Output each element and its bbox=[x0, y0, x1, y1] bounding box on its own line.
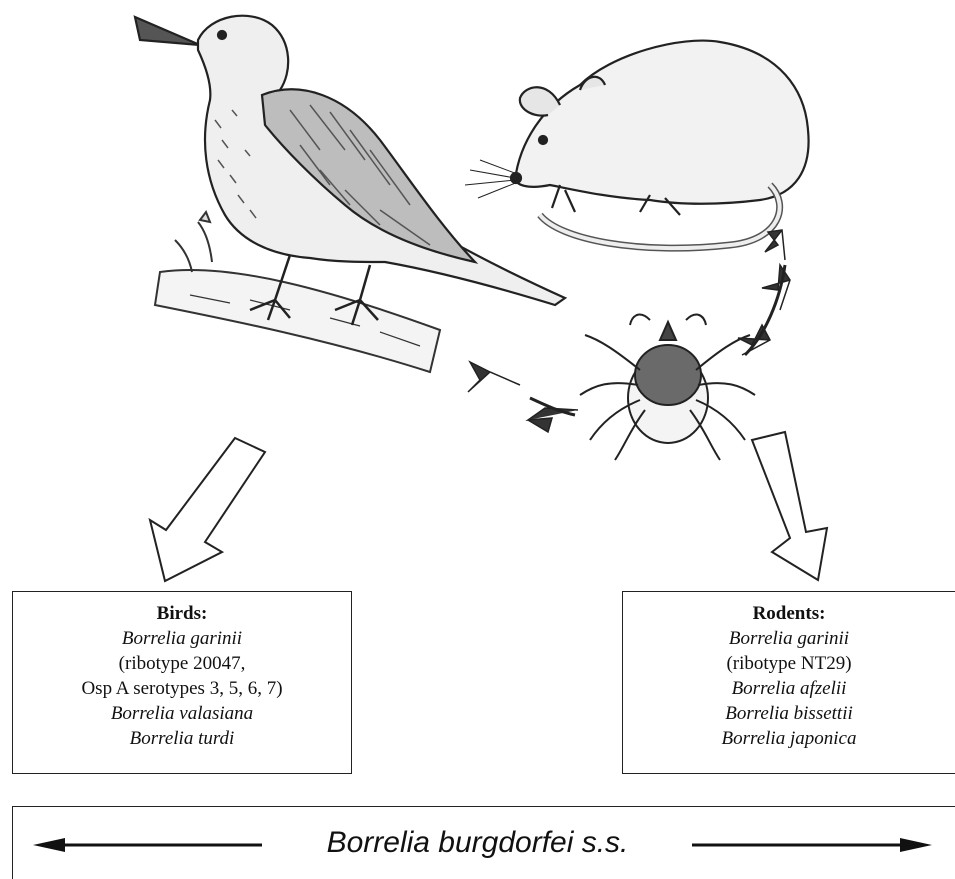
rodents-line-3: Borrelia afzelii bbox=[623, 676, 955, 701]
rodents-line-5: Borrelia japonica bbox=[623, 726, 955, 751]
birds-box: Birds: Borrelia garinii (ribotype 20047,… bbox=[12, 591, 352, 774]
birds-title: Birds: bbox=[13, 601, 351, 626]
bird-down-arrow bbox=[150, 438, 265, 581]
birds-line-5: Borrelia turdi bbox=[13, 726, 351, 751]
tick-drawing bbox=[580, 315, 755, 460]
birds-line-3: Osp A serotypes 3, 5, 6, 7) bbox=[13, 676, 351, 701]
rodents-line-4: Borrelia bissettii bbox=[623, 701, 955, 726]
birds-line-1: Borrelia garinii bbox=[13, 626, 351, 651]
rodents-title: Rodents: bbox=[623, 601, 955, 626]
rodents-box: Rodents: Borrelia garinii (ribotype NT29… bbox=[622, 591, 955, 774]
rodent-drawing bbox=[465, 41, 809, 249]
rodent-down-arrow bbox=[752, 432, 827, 580]
tick-to-bird-arrows bbox=[468, 362, 578, 432]
rodents-line-1: Borrelia garinii bbox=[623, 626, 955, 651]
birds-line-4: Borrelia valasiana bbox=[13, 701, 351, 726]
rodents-line-2: (ribotype NT29) bbox=[623, 651, 955, 676]
birds-line-2: (ribotype 20047, bbox=[13, 651, 351, 676]
burgdorferi-label: Borrelia burgdorfei s.s. bbox=[0, 826, 955, 860]
